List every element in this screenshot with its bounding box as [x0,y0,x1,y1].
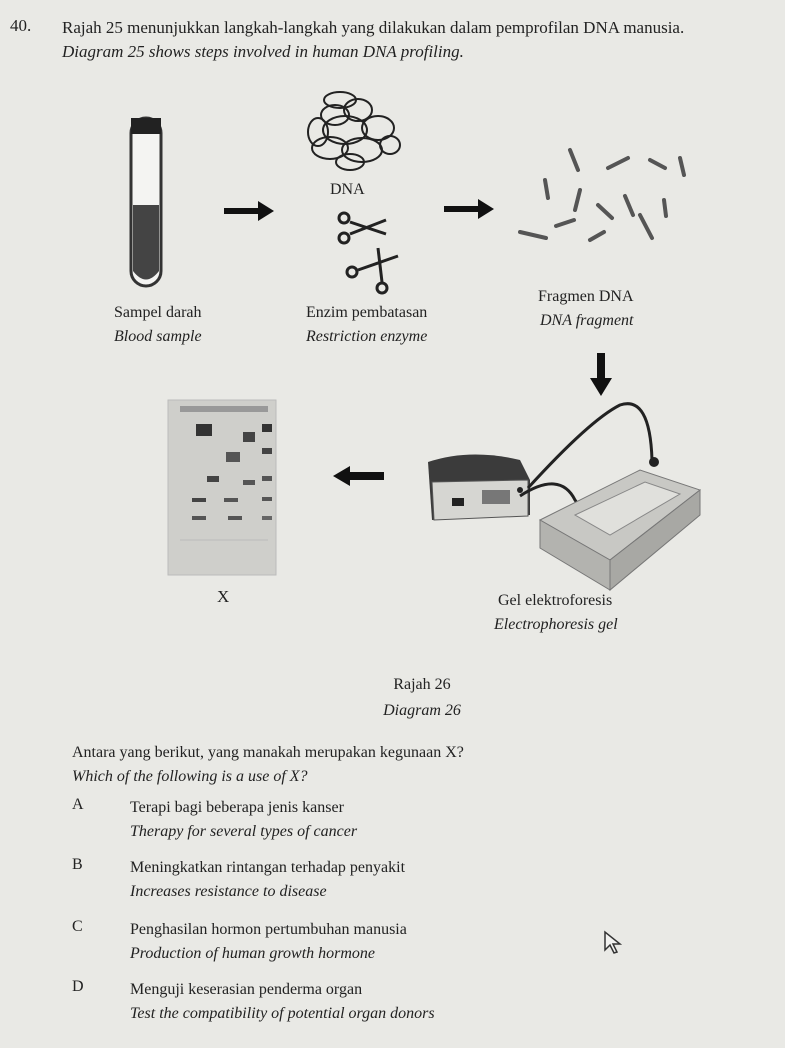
scissors-icon [337,211,387,245]
option-text-en: Test the compatibility of potential orga… [130,1005,435,1022]
option-text-ms: Penghasilan hormon pertumbuhan manusia [130,921,407,938]
option-text-ms: Terapi bagi beberapa jenis kanser [130,799,344,816]
option-b[interactable]: B Meningkatkan rintangan terhadap penyak… [72,856,772,900]
down-arrow-icon [590,353,612,396]
question-stem-ms: Rajah 25 menunjukkan langkah-langkah yan… [62,18,685,37]
option-text-en: Increases resistance to disease [130,883,327,900]
question-number: 40. [10,16,32,35]
option-c[interactable]: C Penghasilan hormon pertumbuhan manusia… [72,918,772,962]
x-label: X [217,587,230,606]
blood-sample-label-ms: Sampel darah [114,304,202,321]
option-letter: A [72,796,84,813]
option-letter: B [72,856,83,873]
prompt-en: Which of the following is a use of X? [72,768,308,785]
dna-fragments-icon [518,148,686,242]
option-letter: C [72,918,83,935]
option-text-en: Production of human growth hormone [130,945,376,962]
blood-sample-label-en: Blood sample [114,328,202,345]
caption-en: Diagram 26 [383,702,461,719]
right-arrow-icon [224,201,274,221]
option-letter: D [72,978,84,995]
dna-label: DNA [330,181,365,198]
option-a[interactable]: A Terapi bagi beberapa jenis kanser Ther… [72,796,772,840]
question-stem-en: Diagram 25 shows steps involved in human… [62,42,464,61]
gel-label-en: Electrophoresis gel [494,616,618,633]
option-d[interactable]: D Menguji keserasian penderma organ Test… [72,978,772,1022]
option-text: Terapi bagi beberapa jenis kanser Therap… [130,796,357,844]
electrophoresis-apparatus-icon [428,402,702,592]
scissors-icon [345,247,399,295]
prompt-ms: Antara yang berikut, yang manakah merupa… [72,744,464,761]
option-text: Meningkatkan rintangan terhadap penyakit… [130,856,405,904]
mouse-cursor-icon [604,930,623,954]
gel-result-x [167,399,277,576]
fragment-label-en: DNA fragment [540,312,634,329]
option-text-ms: Meningkatkan rintangan terhadap penyakit [130,859,406,876]
option-text: Penghasilan hormon pertumbuhan manusia P… [130,918,407,966]
question-stem: Rajah 25 menunjukkan langkah-langkah yan… [62,16,684,64]
blood-tube-icon [129,116,163,288]
option-text-ms: Menguji keserasian penderma organ [130,981,363,998]
caption-ms: Rajah 26 [393,676,451,693]
enzyme-label-en: Restriction enzyme [306,328,428,345]
dna-tangle-icon [307,91,401,171]
gel-label-ms: Gel elektroforesis [498,592,613,609]
right-arrow-icon [444,199,494,219]
option-text-en: Therapy for several types of cancer [130,823,358,840]
diagram-caption: Rajah 26 Diagram 26 [342,672,502,724]
enzyme-label-ms: Enzim pembatasan [306,304,428,321]
question-prompt: Antara yang berikut, yang manakah merupa… [72,741,464,789]
fragment-label-ms: Fragmen DNA [538,288,634,305]
option-text: Menguji keserasian penderma organ Test t… [130,978,435,1026]
left-arrow-icon [333,466,384,486]
